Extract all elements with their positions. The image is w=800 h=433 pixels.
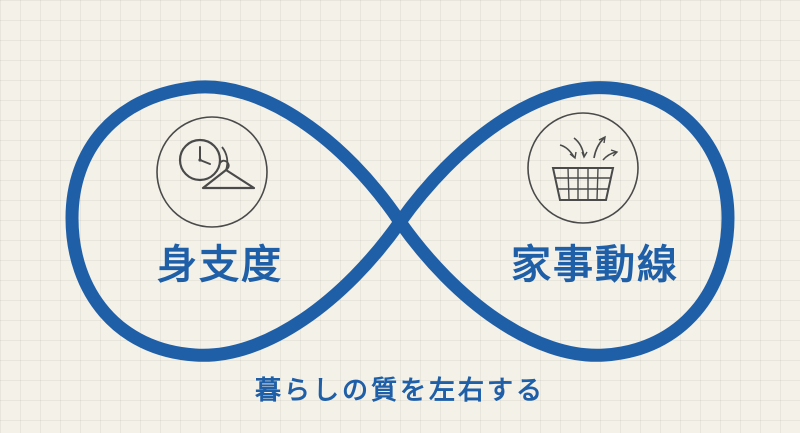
label-kaji-dousen: 家事動線 <box>511 242 679 288</box>
label-mitaku: 身支度 <box>157 242 283 288</box>
laundry-basket-icon <box>527 112 639 224</box>
infinity-loop <box>65 80 735 362</box>
clock-hanger-icon <box>156 116 268 228</box>
caption: 暮らしの質を左右する <box>254 376 545 406</box>
